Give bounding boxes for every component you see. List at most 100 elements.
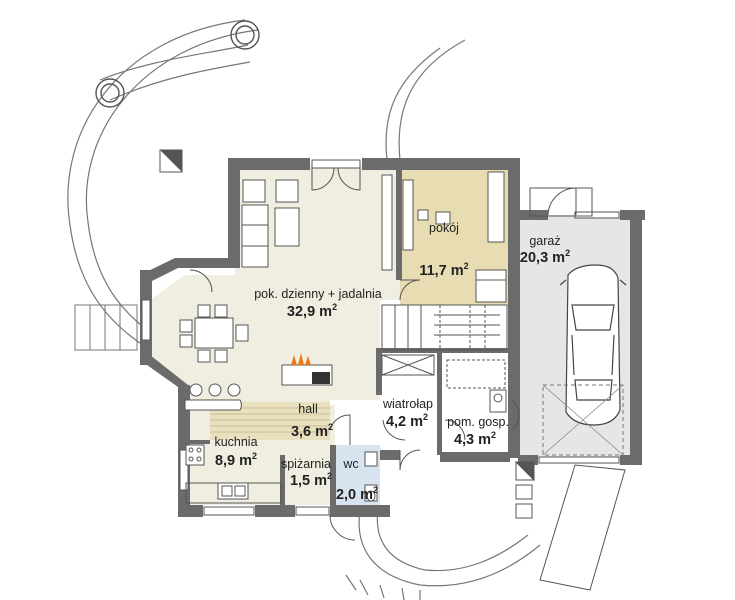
doors: [189, 167, 577, 541]
utility-fixtures: [446, 359, 507, 413]
sofa: [241, 204, 269, 268]
desk: [402, 179, 414, 251]
stairs: [381, 304, 508, 351]
room-labels: pok. dzienny + jadalnia 32,9 m2 pokój 11…: [214, 221, 570, 503]
wall-room-left: [396, 170, 402, 280]
garden-path-top-b: [109, 61, 251, 101]
wall-garage-top: [518, 210, 548, 220]
wall-top-mid: [362, 158, 520, 170]
kitchen-appliances: [185, 444, 282, 504]
vestibule-area: 4,2 m2: [386, 412, 428, 430]
kitchen-area: 8,9 m2: [215, 451, 257, 469]
wall-top-left: [228, 158, 310, 170]
wall-hall-right: [376, 350, 382, 395]
wall-left-living: [228, 158, 240, 268]
windows: [141, 159, 620, 516]
garden-steps-bottom: [345, 574, 421, 600]
dining-table: [194, 317, 234, 349]
furniture-sofa: [241, 174, 393, 271]
room-name: pokój: [429, 221, 459, 235]
wc-area: 2,0 m2: [336, 485, 378, 503]
window-top-living: [311, 159, 361, 169]
garden-arc-inner: [85, 29, 259, 339]
door-utility: [444, 419, 466, 441]
wall-garage-bottom: [518, 455, 538, 465]
living-area: 32,9 m2: [287, 302, 337, 320]
garden-paths: [67, 19, 541, 600]
garage-area: 20,3 m2: [520, 248, 570, 266]
wall-bottom-mid: [255, 505, 295, 517]
garden-arc-bottom-a: [358, 509, 541, 587]
wall-right-living: [508, 158, 520, 458]
wall-bottom-utility: [440, 452, 510, 462]
wall-vestibule-divider: [437, 350, 442, 455]
wall-garage-right: [630, 210, 642, 465]
tv-cabinet: [381, 174, 393, 271]
garage-porch: [529, 187, 626, 591]
fire-icon: [291, 353, 311, 365]
utility-area: 4,3 m2: [454, 430, 496, 448]
kitchen-name: kuchnia: [214, 435, 257, 449]
bar-stools: [184, 383, 242, 411]
wc-fixtures: [364, 451, 378, 502]
hall-name: hall: [298, 402, 317, 416]
planter-left: [95, 78, 125, 108]
garage-name: garaż: [529, 234, 560, 248]
living-name: pok. dzienny + jadalnia: [254, 287, 382, 301]
room-furniture: [402, 171, 507, 303]
pantry-area: 1,5 m2: [290, 471, 332, 489]
wall-bottom-kitchen: [178, 505, 203, 517]
window-kitchen-bottom: [203, 506, 255, 516]
fireplace: [281, 353, 333, 386]
wall-bay-top: [140, 258, 240, 282]
wall-pantry-left: [280, 455, 285, 505]
garden-arc-bottom-b: [376, 509, 529, 572]
floor-living: [150, 165, 400, 440]
door-garage-side: [547, 187, 577, 216]
garden-arc-right-b: [385, 47, 441, 161]
window-bay: [141, 299, 151, 341]
door-room: [399, 279, 421, 301]
wardrobe: [487, 171, 505, 243]
car-icon: [559, 264, 627, 426]
utility-name: pom. gosp.: [447, 415, 509, 429]
room-area: 11,7 m2: [419, 261, 468, 279]
armchair-2: [275, 179, 299, 203]
garden-path-top-a: [99, 44, 249, 81]
garden-arc-right-a: [398, 39, 466, 161]
dining-set: [179, 304, 249, 363]
door-bay: [189, 269, 213, 293]
planter-right: [230, 20, 260, 50]
stove: [185, 444, 205, 466]
wall-kitchen-top: [185, 440, 210, 444]
garden-arc-left: [67, 19, 246, 351]
column-marker: [159, 149, 183, 173]
wall-bay-bottom: [140, 355, 188, 392]
planters: [95, 20, 260, 108]
terrace-pergola: [74, 304, 138, 351]
bed: [475, 269, 507, 303]
wc-sink: [364, 451, 378, 467]
coffee-table: [274, 207, 300, 247]
wall-wc-left: [330, 445, 336, 505]
vestibule-name: wiatrołap: [382, 397, 433, 411]
window-kitchen-left: [179, 449, 189, 491]
wall-garage-bottom-right: [620, 455, 642, 465]
wc-name: wc: [342, 457, 358, 471]
window-garage-top: [574, 211, 620, 219]
armchair-1: [242, 179, 266, 203]
vestibule-wardrobe: [381, 354, 435, 376]
door-terrace-right: [337, 167, 361, 191]
pantry-name: spiżarnia: [281, 457, 331, 471]
wall-bottom-vestibule: [380, 450, 400, 460]
wall-bottom-right: [330, 505, 390, 517]
door-vestibule: [382, 419, 406, 441]
door-kitchen-exit: [329, 514, 356, 541]
window-bottom-mid: [295, 506, 330, 516]
door-terrace-left: [311, 167, 335, 191]
garage-extras: [514, 461, 535, 519]
garage-dashed-zone: [542, 384, 624, 456]
hall-area: 3,6 m2: [291, 422, 333, 440]
window-garage-bottom: [538, 456, 620, 464]
